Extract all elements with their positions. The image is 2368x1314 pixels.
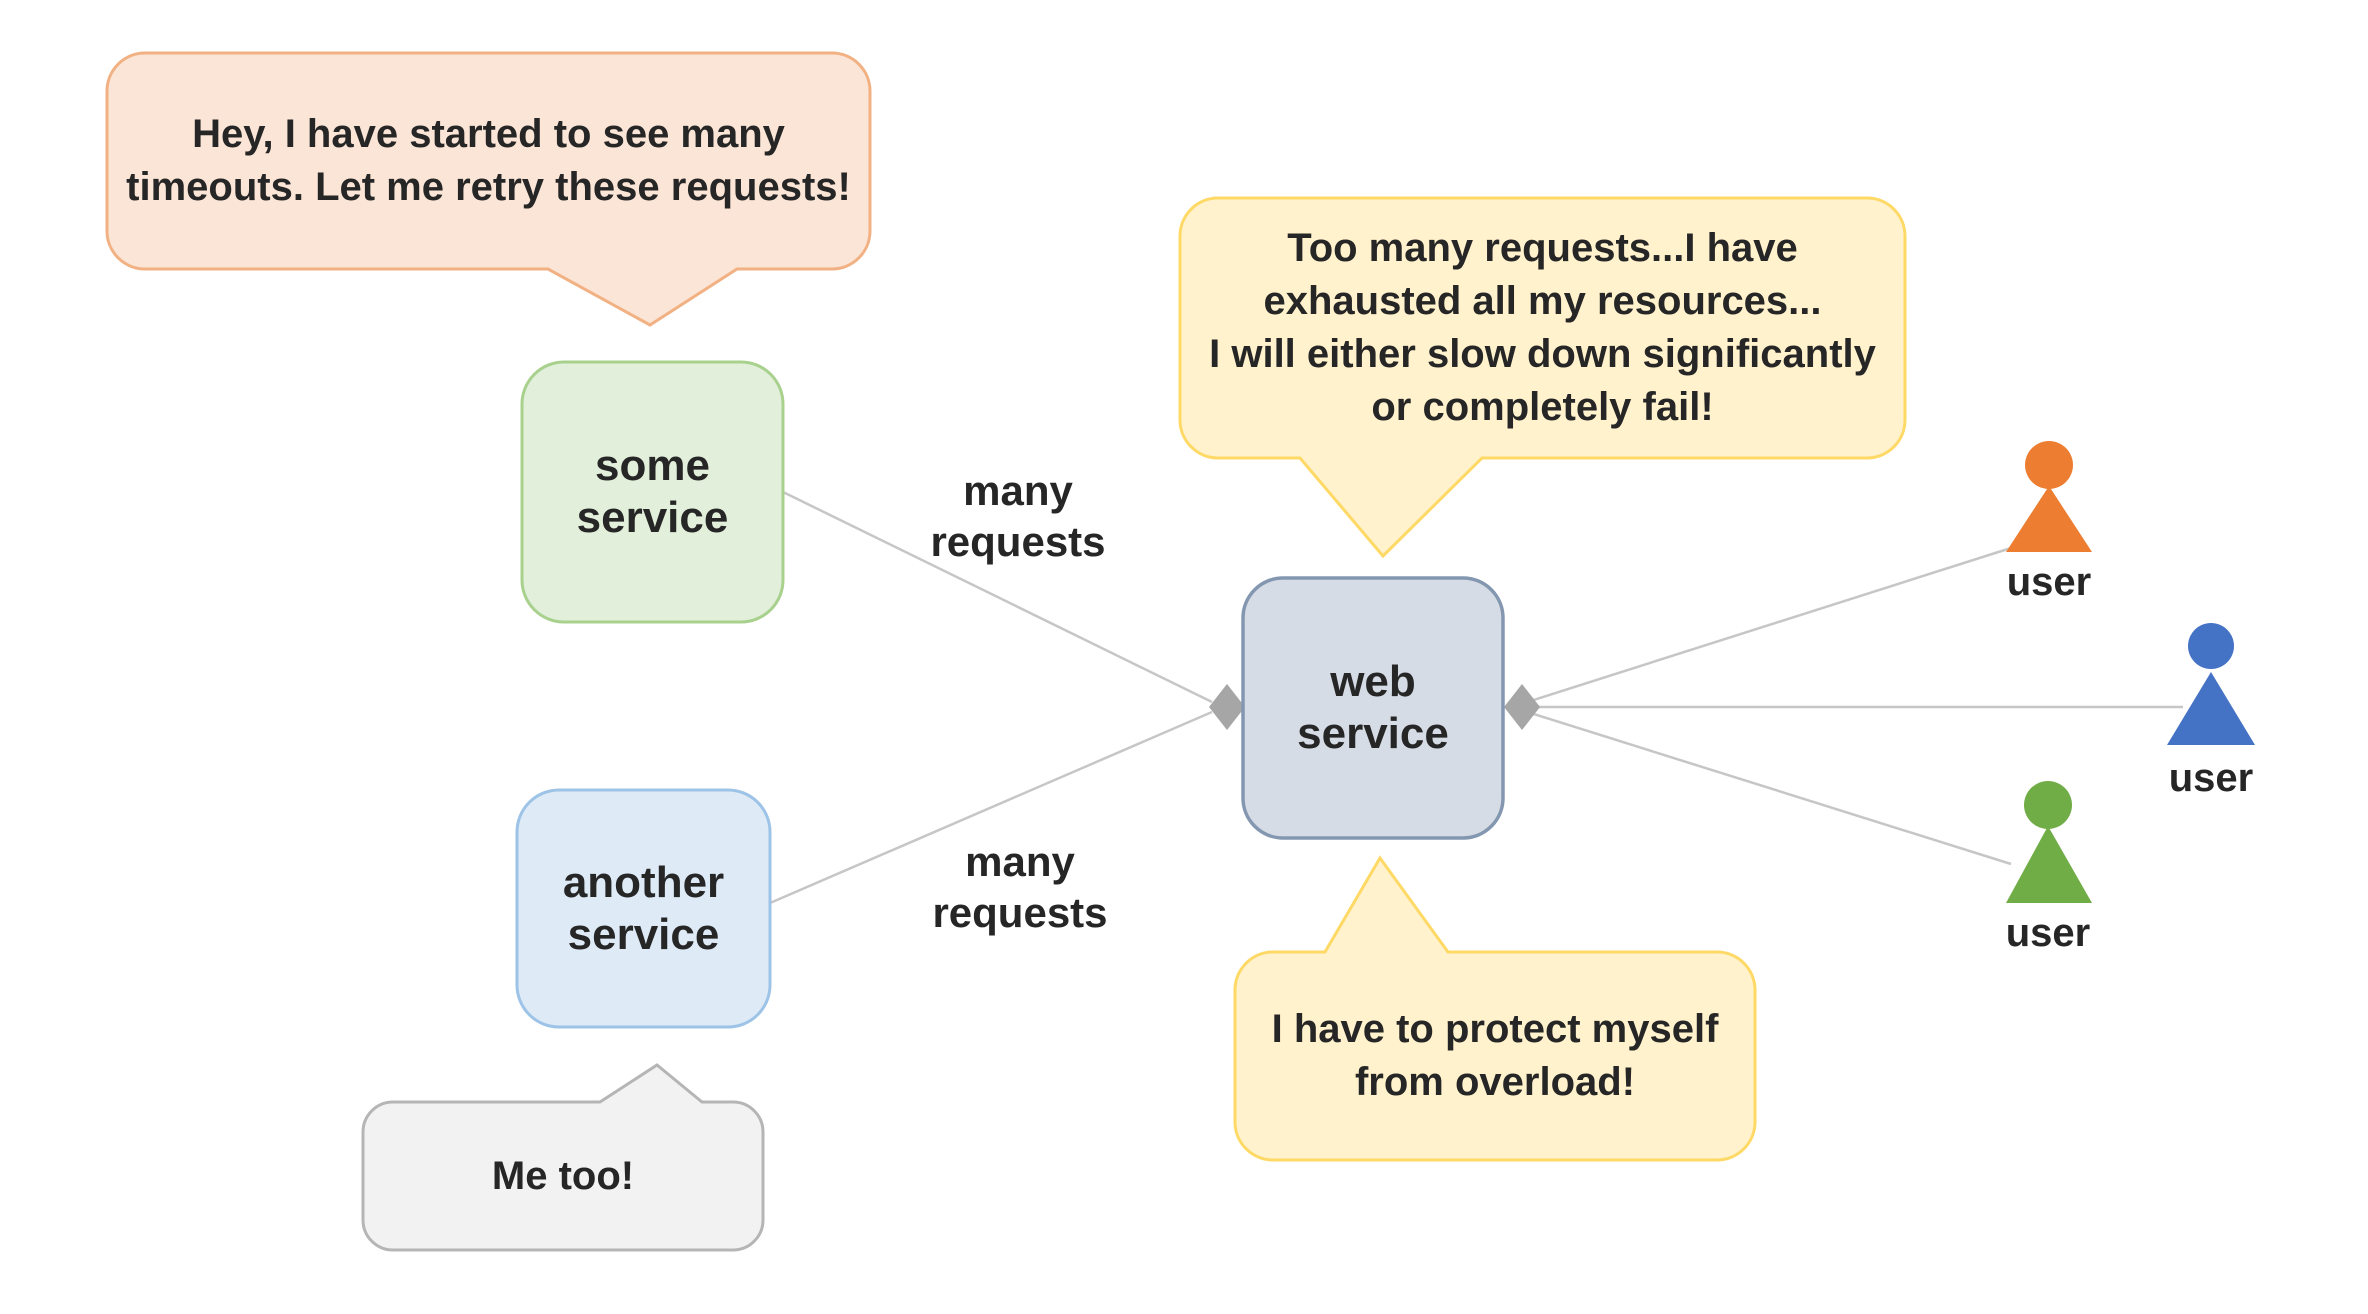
arrowhead-right-icon: [1504, 684, 1540, 730]
node-some-service-shape: [520, 360, 785, 624]
green-user-head: [2024, 781, 2072, 829]
blue-user-body: [2167, 672, 2255, 745]
callout-protect-shape: [1233, 855, 1757, 1162]
blue-user-icon: [2167, 623, 2255, 745]
orange-user-head: [2025, 441, 2073, 489]
edge-some-service-to-web-service: [782, 490, 1213, 704]
orange-user-body: [2006, 486, 2092, 552]
green-user-icon: [2006, 781, 2092, 903]
callout-me-too-shape: [361, 1063, 765, 1252]
node-another-service-shape: [515, 788, 772, 1029]
edge-green-user-to-web-service: [1523, 709, 2012, 866]
edge-another-service-to-web-service: [769, 710, 1213, 905]
callout-overload-warning-shape: [1178, 196, 1907, 559]
edge-orange-user-to-web-service: [1523, 546, 2012, 705]
callout-retry-shape: [105, 51, 872, 327]
blue-user-head: [2188, 623, 2234, 669]
green-user-body: [2006, 826, 2092, 903]
orange-user-icon: [2006, 441, 2092, 552]
node-web-service-shape: [1241, 576, 1505, 840]
arrowhead-left-icon: [1209, 684, 1245, 730]
